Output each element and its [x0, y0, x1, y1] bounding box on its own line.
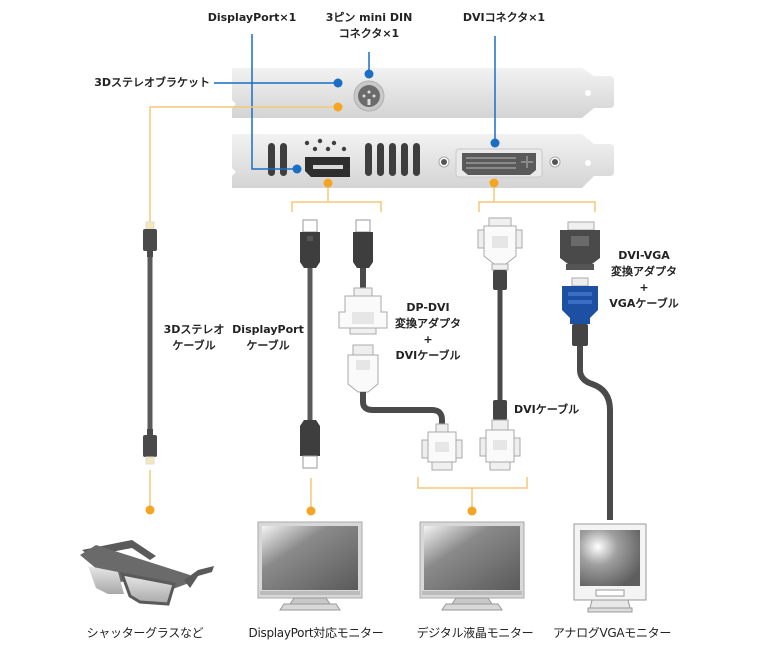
- label-dp-dvi-3: +: [423, 333, 433, 346]
- bracket-dot: [306, 506, 316, 516]
- caption-analog-vga: アナログVGAモニター: [552, 626, 672, 640]
- label-dp-dvi-2: 変換アダプタ: [395, 317, 461, 330]
- dvi-cable: [477, 217, 523, 471]
- label-displayport-connector: DisplayPort×1: [207, 11, 297, 24]
- displayport-port: [305, 157, 350, 177]
- shutter-glasses-icon: [80, 540, 214, 606]
- caption-digital-lcd: デジタル液晶モニター: [416, 626, 534, 640]
- callout-dot-displayport: [292, 164, 302, 174]
- label-dvi-vga-1: DVI-VGA: [618, 249, 670, 262]
- label-dvi-connector: DVIコネクタ×1: [462, 11, 546, 24]
- displayport-monitor-icon: [257, 521, 363, 611]
- bracket-dot: [467, 506, 477, 516]
- caption-shutter-glasses: シャッターグラスなど: [86, 626, 204, 640]
- bracket-dot: [333, 102, 343, 112]
- bracket-dot: [145, 505, 155, 515]
- label-mini-din-line1: 3ピン mini DIN: [325, 11, 413, 24]
- label-dvi-vga-2: 変換アダプタ: [611, 265, 677, 278]
- dp-dvi-adapter-cable: [338, 219, 463, 471]
- callout-dot-mini-din: [364, 69, 374, 79]
- label-stereo-bracket: 3Dステレオブラケット: [94, 76, 210, 89]
- screw-hole: [585, 90, 591, 96]
- stereo-cable: [143, 221, 157, 465]
- stereo-bracket: [232, 68, 614, 118]
- label-dp-cable-1: DisplayPort: [232, 323, 304, 336]
- callout-dot-dvi: [490, 138, 500, 148]
- connection-brackets: [149, 106, 596, 510]
- label-stereo-cable-1: 3Dステレオ: [163, 323, 225, 336]
- label-dp-dvi-4: DVIケーブル: [395, 349, 461, 362]
- label-dvi-vga-3: +: [639, 281, 649, 294]
- label-dvi-cable: DVIケーブル: [514, 403, 580, 416]
- label-dvi-vga-4: VGAケーブル: [609, 297, 679, 310]
- label-mini-din-line2: コネクタ×1: [338, 27, 400, 40]
- bracket-dot: [323, 178, 333, 188]
- caption-dp-monitor: DisplayPort対応モニター: [248, 626, 384, 640]
- dvi-port: [438, 148, 561, 178]
- callout-lines: [214, 34, 496, 170]
- label-stereo-cable-2: ケーブル: [172, 339, 216, 352]
- graphics-card-bracket: [232, 134, 614, 188]
- bracket-dot: [489, 178, 499, 188]
- label-dp-dvi-1: DP-DVI: [406, 301, 450, 314]
- screw-hole: [585, 160, 591, 166]
- callout-dot-stereo-bracket: [333, 78, 343, 88]
- dvi-vga-adapter-cable: [560, 221, 613, 520]
- mini-din-connector: [353, 80, 385, 112]
- displayport-cable: [300, 219, 320, 469]
- label-dp-cable-2: ケーブル: [246, 339, 290, 352]
- analog-vga-monitor-icon: [573, 523, 647, 613]
- digital-lcd-monitor-icon: [419, 521, 525, 611]
